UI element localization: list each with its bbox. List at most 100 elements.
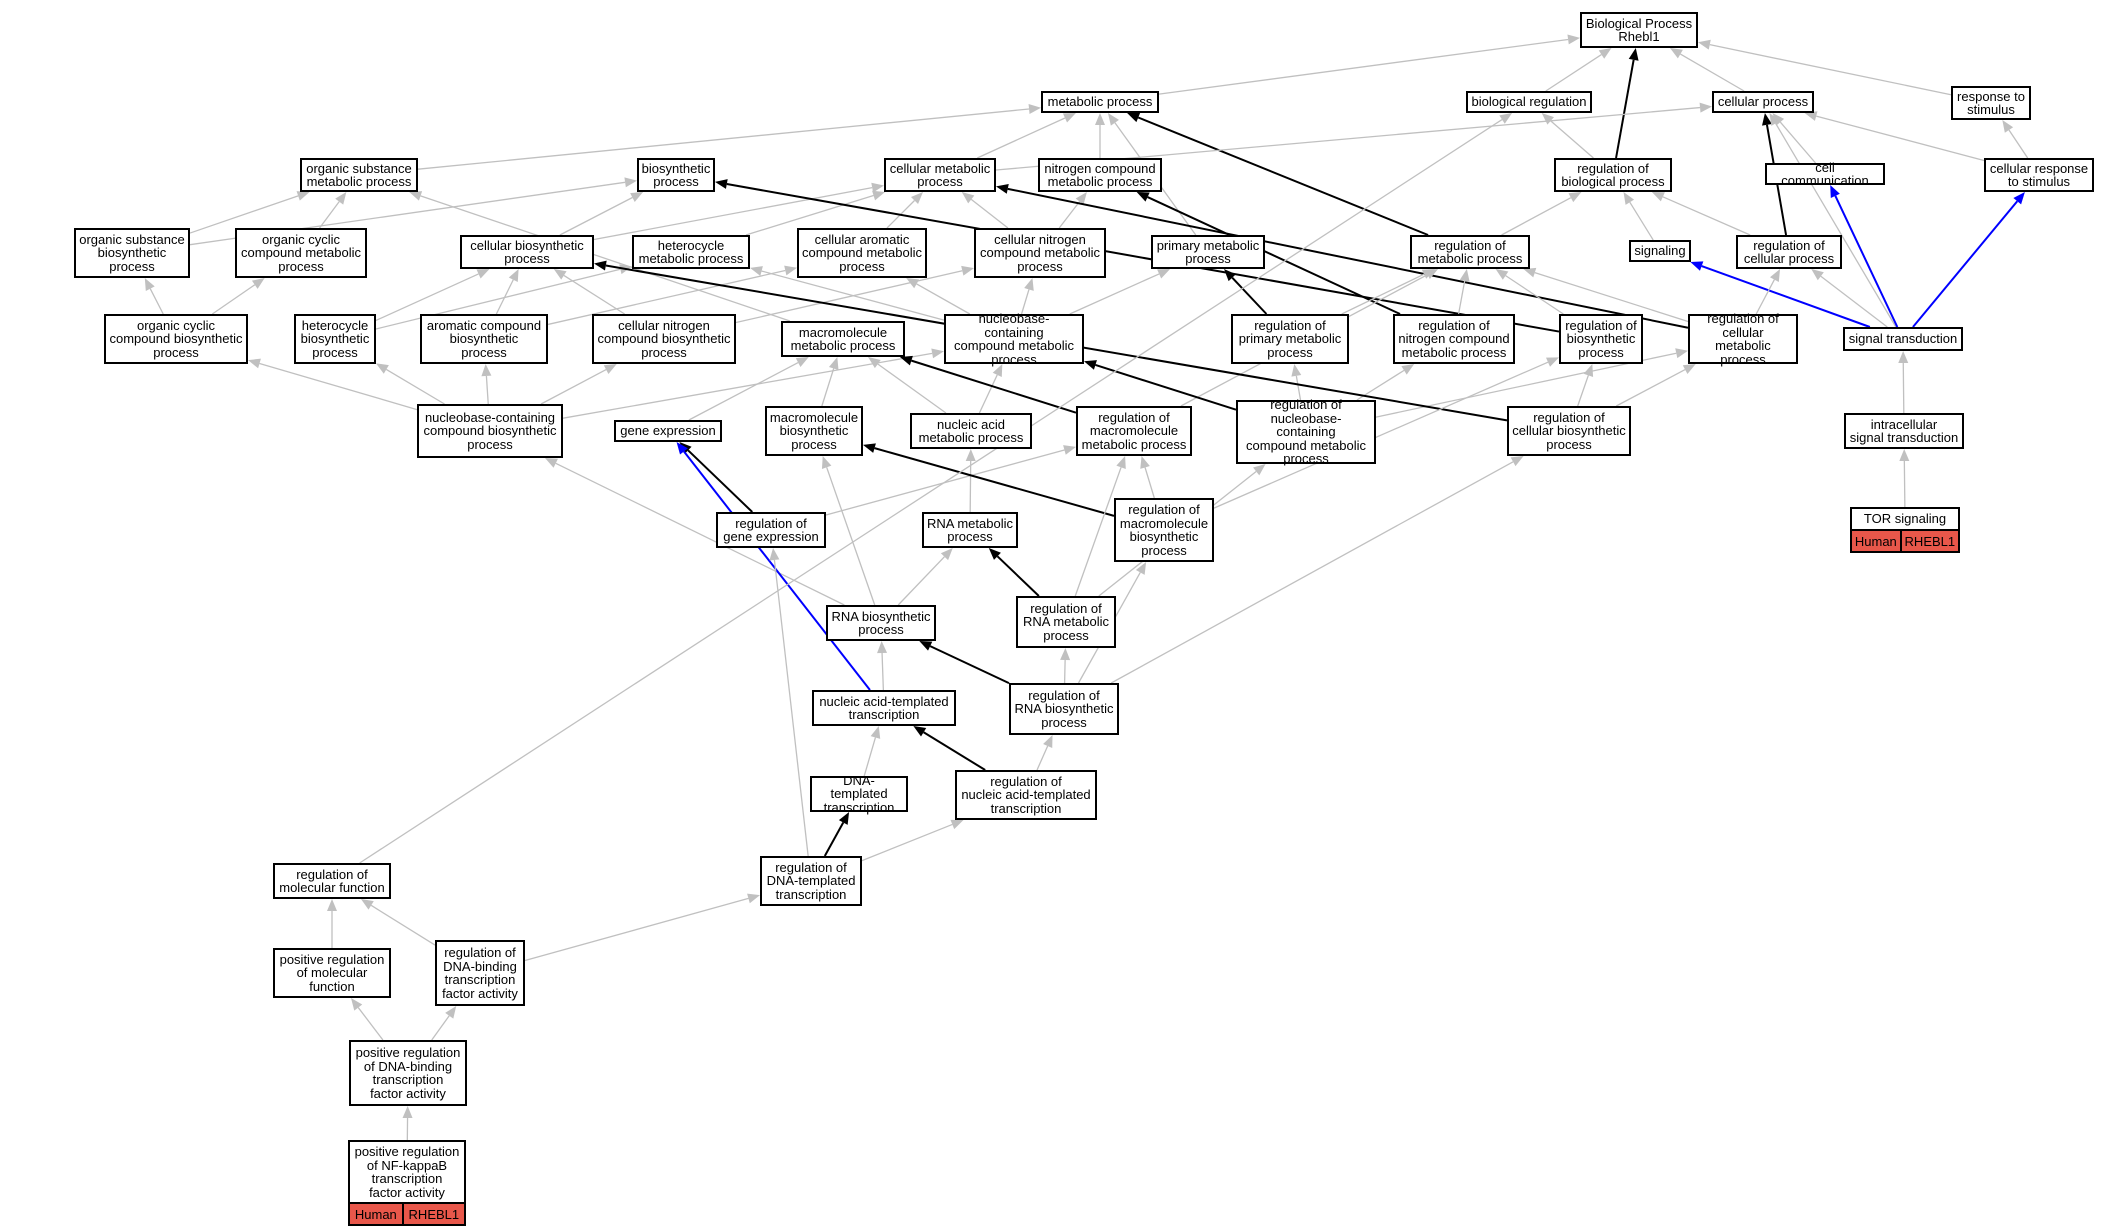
- node-bp-root[interactable]: Biological Process Rhebl1: [1580, 12, 1698, 48]
- node-label: cellular metabolic process: [889, 160, 991, 189]
- node-rna-biosynthetic[interactable]: RNA biosynthetic process: [826, 605, 936, 641]
- node-nucleobase-compound-metabolic[interactable]: nucleobase-containing compound metabolic…: [944, 312, 1084, 366]
- node-regulation-gene-expression[interactable]: regulation of gene expression: [716, 512, 826, 548]
- edge-arrowhead: [1811, 269, 1824, 281]
- edge-arrowhead: [1623, 192, 1635, 205]
- node-regulation-biosynthetic[interactable]: regulation of biosynthetic process: [1559, 314, 1643, 364]
- node-primary-metabolic[interactable]: primary metabolic process: [1151, 235, 1265, 269]
- node-dna-templated-transcription[interactable]: DNA-templated transcription: [810, 774, 908, 814]
- edge-line: [1629, 201, 1654, 241]
- node-organic-substance-metabolic[interactable]: organic substance metabolic process: [300, 158, 418, 192]
- node-rna-metabolic[interactable]: RNA metabolic process: [922, 512, 1018, 548]
- node-cellular-nitrogen-compound-biosynthetic[interactable]: cellular nitrogen compound biosynthetic …: [592, 314, 736, 364]
- node-heterocycle-biosynthetic[interactable]: heterocycle biosynthetic process: [294, 314, 376, 364]
- edge-line: [1144, 467, 1155, 499]
- edge-arrowhead: [676, 442, 688, 455]
- node-regulation-primary-metabolic[interactable]: regulation of primary metabolic process: [1231, 314, 1349, 364]
- edge-arrowhead: [1459, 269, 1470, 282]
- node-cell-communication[interactable]: cell communication: [1765, 159, 1885, 188]
- edge-arrowhead: [445, 1006, 457, 1019]
- node-positive-regulation-molecular-function[interactable]: positive regulation of molecular functio…: [273, 948, 391, 998]
- node-label: regulation of DNA-templated transcriptio…: [766, 859, 856, 902]
- node-regulation-rna-biosynthetic[interactable]: regulation of RNA biosynthetic process: [1009, 683, 1119, 735]
- edge-arrowhead: [1157, 269, 1171, 279]
- node-tor-signaling[interactable]: TOR signaling: [1850, 507, 1960, 531]
- node-regulation-dna-templated-transcription[interactable]: regulation of DNA-templated transcriptio…: [760, 856, 862, 906]
- node-regulation-molecular-function[interactable]: regulation of molecular function: [273, 863, 391, 899]
- edge-arrowhead: [931, 348, 944, 359]
- node-regulation-metabolic[interactable]: regulation of metabolic process: [1410, 235, 1530, 269]
- node-regulation-biological-process[interactable]: regulation of biological process: [1554, 158, 1672, 192]
- edge-arrowhead: [1495, 269, 1509, 280]
- node-response-to-stimulus[interactable]: response to stimulus: [1951, 86, 2031, 120]
- node-signal-transduction[interactable]: signal transduction: [1843, 327, 1963, 351]
- node-positive-regulation-nfkb-tf-activity[interactable]: positive regulation of NF-kappaB transcr…: [348, 1140, 466, 1204]
- edge-line: [970, 198, 1009, 229]
- edge-line: [1058, 201, 1081, 229]
- node-biological-regulation[interactable]: biological regulation: [1466, 91, 1592, 113]
- node-label: biosynthetic process: [641, 160, 711, 189]
- edge-arrowhead: [828, 357, 839, 370]
- node-nitrogen-compound-metabolic[interactable]: nitrogen compound metabolic process: [1038, 158, 1162, 192]
- node-regulation-cellular-process[interactable]: regulation of cellular process: [1736, 235, 1842, 269]
- edge-arrowhead: [870, 726, 881, 739]
- node-positive-regulation-dna-binding-tf-activity[interactable]: positive regulation of DNA-binding trans…: [349, 1040, 467, 1106]
- node-regulation-rna-metabolic[interactable]: regulation of RNA metabolic process: [1016, 596, 1116, 648]
- edge-arrowhead: [553, 269, 567, 280]
- node-cellular-biosynthetic[interactable]: cellular biosynthetic process: [460, 235, 594, 269]
- node-cellular-aromatic-compound-metabolic[interactable]: cellular aromatic compound metabolic pro…: [797, 228, 927, 278]
- edge-arrowhead: [402, 1106, 413, 1119]
- edge-arrowhead: [481, 364, 492, 377]
- node-heterocycle-metabolic[interactable]: heterocycle metabolic process: [632, 235, 750, 269]
- edge-line: [881, 652, 885, 691]
- node-cellular-metabolic[interactable]: cellular metabolic process: [884, 158, 996, 192]
- node-label: regulation of cellular metabolic process: [1707, 311, 1779, 367]
- edge-line: [420, 195, 791, 322]
- edge-arrowhead: [1499, 113, 1513, 124]
- edge-arrowhead: [248, 358, 261, 369]
- node-regulation-cellular-metabolic[interactable]: regulation of cellular metabolic process: [1688, 311, 1798, 367]
- node-organic-cyclic-compound-biosynthetic[interactable]: organic cyclic compound biosynthetic pro…: [104, 314, 248, 364]
- node-label: regulation of molecular function: [279, 866, 385, 895]
- node-regulation-nitrogen-compound-metabolic[interactable]: regulation of nitrogen compound metaboli…: [1393, 314, 1515, 364]
- edge-arrowhead: [251, 278, 265, 289]
- node-macromolecule-biosynthetic[interactable]: macromolecule biosynthetic process: [765, 406, 863, 456]
- edge-arrowhead: [296, 191, 310, 201]
- edge-line: [726, 183, 1560, 333]
- node-cellular-process[interactable]: cellular process: [1712, 91, 1814, 113]
- node-organic-substance-biosynthetic[interactable]: organic substance biosynthetic process: [74, 228, 190, 278]
- node-label: response to stimulus: [1957, 88, 2025, 117]
- node-regulation-macromolecule-metabolic[interactable]: regulation of macromolecule metabolic pr…: [1076, 406, 1192, 456]
- edge-arrowhead: [1291, 364, 1302, 377]
- edge-line: [385, 368, 445, 405]
- node-regulation-macromolecule-biosynthetic[interactable]: regulation of macromolecule biosynthetic…: [1114, 498, 1214, 562]
- edge-arrowhead: [144, 278, 155, 291]
- node-regulation-nucleobase-compound-metabolic[interactable]: regulation of nucleobase-containing comp…: [1236, 398, 1376, 465]
- node-macromolecule-metabolic[interactable]: macromolecule metabolic process: [781, 321, 905, 357]
- node-regulation-dna-binding-tf-activity[interactable]: regulation of DNA-binding transcription …: [435, 940, 525, 1006]
- edge-arrowhead: [1899, 449, 1910, 462]
- node-regulation-cellular-biosynthetic[interactable]: regulation of cellular biosynthetic proc…: [1507, 406, 1631, 456]
- node-metabolic-process[interactable]: metabolic process: [1041, 91, 1159, 113]
- node-cellular-response-to-stimulus[interactable]: cellular response to stimulus: [1984, 158, 2094, 192]
- node-aromatic-compound-biosynthetic[interactable]: aromatic compound biosynthetic process: [420, 314, 548, 364]
- edge-line: [996, 555, 1040, 597]
- node-organic-cyclic-compound-metabolic[interactable]: organic cyclic compound metabolic proces…: [235, 228, 367, 278]
- edge-arrowhead: [1095, 113, 1105, 125]
- node-nucleobase-compound-biosynthetic[interactable]: nucleobase-containing compound biosynthe…: [417, 404, 563, 458]
- node-gene-expression[interactable]: gene expression: [614, 420, 722, 442]
- node-cellular-nitrogen-compound-metabolic[interactable]: cellular nitrogen compound metabolic pro…: [974, 228, 1106, 278]
- node-nucleic-acid-templated-transcription[interactable]: nucleic acid-templated transcription: [812, 690, 956, 726]
- node-label: cell communication: [1781, 159, 1869, 188]
- node-regulation-nucleic-acid-templated-transcription[interactable]: regulation of nucleic acid-templated tra…: [955, 770, 1097, 820]
- node-nucleic-acid-metabolic[interactable]: nucleic acid metabolic process: [910, 413, 1032, 449]
- edge-arrowhead: [1690, 261, 1704, 271]
- edge-arrowhead: [950, 819, 964, 830]
- edge-line: [1341, 273, 1425, 315]
- node-signaling[interactable]: signaling: [1629, 240, 1691, 262]
- node-biosynthetic-process[interactable]: biosynthetic process: [637, 158, 715, 192]
- edge-arrowhead: [961, 265, 974, 276]
- edge-arrowhead: [1063, 445, 1076, 455]
- edge-arrowhead: [1136, 192, 1150, 202]
- node-intracellular-signal-transduction[interactable]: intracellular signal transduction: [1844, 413, 1964, 449]
